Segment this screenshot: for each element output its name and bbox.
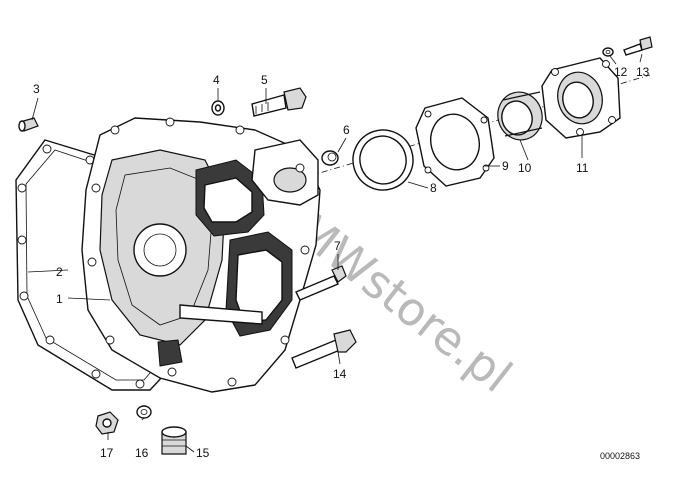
label-part-8: 8 [430,181,437,195]
label-part-12: 12 [614,65,628,79]
label-part-14: 14 [333,367,347,381]
label-part-9: 9 [502,159,509,173]
plug [321,150,339,166]
washer [211,100,225,116]
screw-plug [161,426,187,455]
label-part-16: 16 [135,446,149,460]
sealing-ring [136,405,152,419]
label-part-5: 5 [261,73,268,87]
label-part-11: 11 [576,161,589,175]
dowel-pin [18,117,39,132]
label-part-4: 4 [213,73,220,87]
long-hex-bolt [291,329,357,369]
small-washer [602,47,614,57]
label-part-1: 1 [56,292,63,306]
label-part-7: 7 [334,239,341,253]
hex-bolt-upper [251,87,307,117]
label-part-15: 15 [196,446,210,460]
leader-lines [27,53,643,453]
diagram-reference-code: 00002863 [600,451,640,461]
transmission-housing [81,117,321,393]
hex-nut [95,411,119,435]
label-part-6: 6 [343,123,350,137]
cover-gasket [415,97,495,187]
radial-shaft-seal [497,91,543,141]
label-part-2: 2 [56,265,63,279]
hex-bolt-side [295,265,347,301]
cover-screw [623,36,653,56]
label-part-3: 3 [33,82,40,96]
output-cover [541,57,621,139]
label-part-10: 10 [518,161,532,175]
label-part-17: 17 [100,446,114,460]
label-part-13: 13 [636,65,650,79]
shim-ring [352,129,414,191]
